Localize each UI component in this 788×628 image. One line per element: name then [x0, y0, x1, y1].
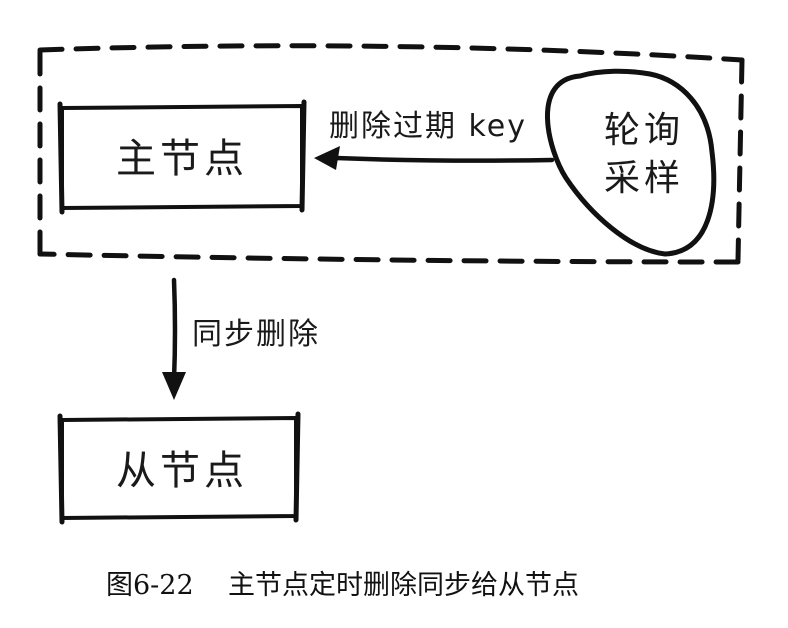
figure-caption-text: 主节点定时删除同步给从节点 — [228, 570, 579, 601]
master-node: 主节点 — [57, 99, 307, 215]
sync-arrow: 同步删除 — [162, 277, 320, 400]
master-boundary — [37, 43, 745, 265]
figure-caption: 图6-22 主节点定时删除同步给从节点 — [106, 570, 579, 601]
polling-label-line2: 采样 — [604, 158, 684, 199]
slave-node-label: 从节点 — [116, 448, 248, 494]
slave-node: 从节点 — [57, 411, 301, 525]
expire-arrow: 删除过期 key — [314, 109, 555, 170]
master-node-label: 主节点 — [116, 136, 248, 182]
sync-arrow-label: 同步删除 — [192, 317, 320, 352]
polling-label-line1: 轮询 — [604, 110, 684, 151]
figure-number: 图6-22 — [106, 570, 194, 601]
expire-arrow-label: 删除过期 key — [329, 109, 527, 144]
polling-sampling-blob: 轮询 采样 — [545, 68, 717, 257]
